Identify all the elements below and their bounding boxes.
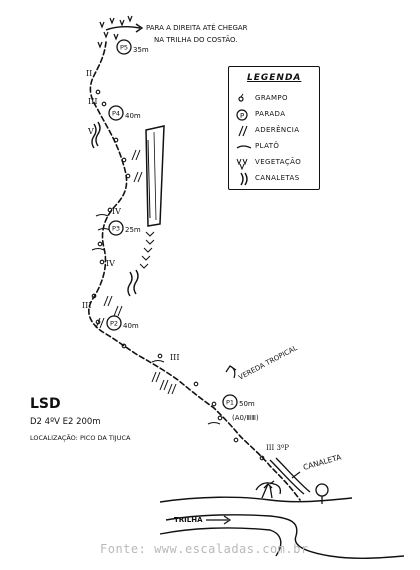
legend-label-bolt: GRAMPO bbox=[255, 94, 288, 102]
tree-right bbox=[315, 483, 329, 504]
pitch-grades: II III V IV IV III III III 3ºP bbox=[82, 69, 289, 452]
vegetation-icon bbox=[235, 155, 255, 171]
grade-iii-lower: III bbox=[82, 301, 91, 310]
pitch-length-p1: 50m bbox=[239, 400, 255, 408]
source-watermark: Fonte: www.escaladas.com.br bbox=[100, 542, 309, 556]
canaleta-bottom bbox=[269, 457, 311, 495]
legend-label-vegetation: VEGETAÇÃO bbox=[255, 158, 302, 166]
station-p4-circle bbox=[108, 105, 124, 121]
pitch-lengths: 35m 40m 25m 40m 50m bbox=[123, 46, 255, 408]
grade-iii-upper: III bbox=[88, 97, 97, 106]
grade-iv-upper: IV bbox=[112, 207, 121, 216]
legend-label-station: PARADA bbox=[255, 110, 286, 118]
legend-box: LEGENDA GRAMPO P PARADA ADERÊNCIA PLATÔ … bbox=[228, 66, 320, 190]
vegetation-middle bbox=[139, 231, 155, 269]
legend-label-channel: CANALETAS bbox=[255, 174, 300, 182]
grade-v: V bbox=[87, 127, 94, 136]
route-grade: D2 4ºV E2 200m bbox=[30, 417, 101, 427]
pitch-length-p3: 25m bbox=[125, 226, 141, 234]
vereda-arrowhead bbox=[225, 365, 237, 373]
route-line bbox=[88, 41, 301, 501]
legend-row-vegetation: VEGETAÇÃO bbox=[235, 155, 302, 171]
canaleta-pointer bbox=[291, 471, 301, 479]
tree-left bbox=[255, 480, 282, 499]
pitch-length-p4: 40m bbox=[125, 112, 141, 120]
station-p1-label: P1 bbox=[226, 399, 234, 407]
trail-label: TRILHA bbox=[174, 516, 203, 524]
station-labels: P5 P4 P3 P2 P1 bbox=[110, 44, 234, 407]
legend-row-bolt: GRAMPO bbox=[235, 91, 288, 105]
trail-arrowhead bbox=[223, 515, 232, 525]
station-p5-circle bbox=[116, 39, 132, 55]
legend-row-plateau: PLATÔ bbox=[235, 139, 279, 153]
station-p3-circle bbox=[108, 220, 124, 236]
vereda-label: VEREDA TROPICAL bbox=[237, 344, 298, 382]
station-p4-label: P4 bbox=[112, 110, 120, 118]
aid-grade-label: (A0/ⅢⅢ) bbox=[232, 414, 259, 422]
station-p1-circle bbox=[222, 394, 238, 410]
grade-iv-lower: IV bbox=[106, 259, 115, 268]
route-location: LOCALIZAÇÃO: PICO DA TIJUCA bbox=[30, 433, 131, 442]
plateau-icon bbox=[235, 139, 255, 153]
ground bbox=[159, 496, 405, 560]
channels bbox=[91, 121, 139, 297]
exit-arrow bbox=[105, 25, 141, 31]
legend-row-channel: CANALETAS bbox=[235, 171, 300, 186]
station-p2-circle bbox=[106, 315, 122, 331]
pitch-length-p5: 35m bbox=[133, 46, 149, 54]
belay-station-icon: P bbox=[235, 107, 255, 121]
svg-text:P: P bbox=[240, 112, 244, 120]
top-note-line1: PARA A DIREITA ATÉ CHEGAR bbox=[146, 23, 248, 32]
top-note-line2: NA TRILHA DO COSTÃO. bbox=[154, 35, 237, 44]
legend-row-friction: ADERÊNCIA bbox=[235, 123, 299, 137]
pitch-length-p2: 40m bbox=[123, 322, 139, 330]
channel-icon bbox=[235, 171, 255, 186]
route-name: LSD bbox=[30, 396, 61, 412]
exit-arrowhead bbox=[135, 23, 144, 33]
station-p3-label: P3 bbox=[112, 225, 120, 233]
grade-iii-3p: III 3ºP bbox=[266, 444, 289, 452]
station-p2-label: P2 bbox=[110, 320, 118, 328]
bolt-icon bbox=[235, 91, 255, 105]
friction-icon bbox=[235, 123, 255, 137]
station-p5-label: P5 bbox=[120, 44, 128, 52]
bolts bbox=[91, 89, 265, 461]
legend-label-plateau: PLATÔ bbox=[255, 142, 280, 150]
legend-label-friction: ADERÊNCIA bbox=[255, 126, 300, 134]
grade-iii-middle: III bbox=[170, 353, 179, 362]
friction-marks bbox=[95, 149, 177, 395]
legend-title: LEGENDA bbox=[247, 73, 302, 83]
canaleta-label: CANALETA bbox=[302, 452, 343, 472]
big-slab bbox=[145, 125, 165, 227]
grade-ii: II bbox=[86, 69, 92, 78]
legend-row-station: P PARADA bbox=[235, 107, 285, 121]
belay-stations bbox=[106, 39, 238, 410]
vegetation-top bbox=[97, 15, 133, 49]
